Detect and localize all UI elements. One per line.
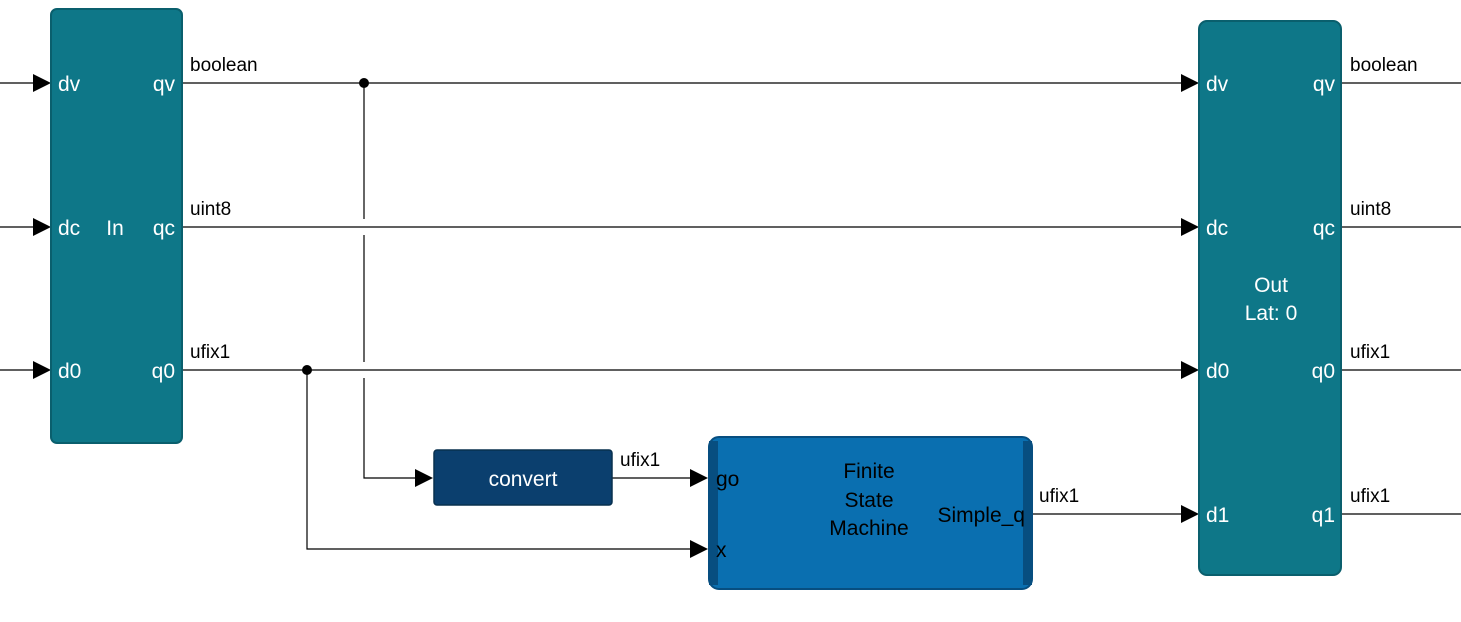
label-in-qc: uint8 — [190, 199, 231, 220]
fsm-block[interactable]: Finite State Machine go x Simple_q — [708, 436, 1033, 590]
in-block-title: In — [106, 217, 124, 240]
out-port-q1: q1 — [1312, 504, 1335, 527]
out-port-d1: d1 — [1206, 504, 1229, 527]
arrow-out-dc — [1181, 218, 1199, 236]
label-convert-out: ufix1 — [620, 450, 660, 471]
label-fsm-out: ufix1 — [1039, 486, 1079, 507]
out-block-title: Out — [1254, 274, 1288, 297]
wire-q0-branch — [306, 370, 692, 550]
fsm-port-simple-q: Simple_q — [937, 504, 1025, 527]
out-port-qc: qc — [1313, 217, 1335, 240]
in-port-qc: qc — [153, 217, 175, 240]
out-port-q0: q0 — [1312, 360, 1335, 383]
wire-qv-branch — [363, 83, 417, 479]
fsm-port-go: go — [716, 468, 739, 491]
convert-block-body — [433, 449, 613, 506]
in-port-dc: dc — [58, 217, 80, 240]
fsm-title-line-3: Machine — [829, 517, 908, 540]
arrow-in-dv — [33, 74, 51, 92]
arrow-in-dc — [33, 218, 51, 236]
label-out-qc: uint8 — [1350, 199, 1391, 220]
label-in-q0: ufix1 — [190, 342, 230, 363]
out-port-d0: d0 — [1206, 360, 1229, 383]
arrow-fsm-x — [690, 540, 708, 558]
fsm-title-line-2: State — [844, 489, 893, 512]
fsm-port-x: x — [716, 539, 727, 562]
label-out-q1: ufix1 — [1350, 486, 1390, 507]
fsm-title-line-1: Finite — [843, 460, 894, 483]
signal-labels: boolean uint8 ufix1 ufix1 ufix1 boolean … — [190, 55, 1418, 507]
out-port-dc: dc — [1206, 217, 1228, 240]
arrow-out-d1 — [1181, 505, 1199, 523]
out-port-qv: qv — [1313, 73, 1336, 96]
in-block-body — [50, 8, 183, 444]
label-out-qv: boolean — [1350, 55, 1418, 76]
in-port-d0: d0 — [58, 360, 81, 383]
label-out-q0: ufix1 — [1350, 342, 1390, 363]
out-block-body — [1198, 20, 1342, 576]
in-port-qv: qv — [153, 73, 176, 96]
in-port-dv: dv — [58, 73, 81, 96]
arrowheads — [33, 74, 1199, 558]
label-in-qv: boolean — [190, 55, 258, 76]
arrow-in-d0 — [33, 361, 51, 379]
convert-block-title: convert — [489, 468, 558, 491]
arrow-out-dv — [1181, 74, 1199, 92]
wires — [0, 78, 1461, 550]
convert-block[interactable]: convert — [433, 449, 613, 506]
out-block-latency: Lat: 0 — [1245, 302, 1298, 325]
fsm-block-right-edge — [1023, 441, 1032, 585]
junction-qv — [359, 78, 369, 88]
junction-q0 — [302, 365, 312, 375]
arrow-out-d0 — [1181, 361, 1199, 379]
out-port-dv: dv — [1206, 73, 1229, 96]
arrow-convert — [415, 469, 433, 487]
out-block[interactable]: dv dc d0 d1 qv qc q0 q1 Out Lat: 0 — [1198, 20, 1342, 576]
fsm-block-left-edge — [709, 441, 718, 585]
in-block[interactable]: dv dc d0 qv qc q0 In — [50, 8, 183, 444]
in-port-q0: q0 — [152, 360, 175, 383]
arrow-fsm-go — [690, 469, 708, 487]
